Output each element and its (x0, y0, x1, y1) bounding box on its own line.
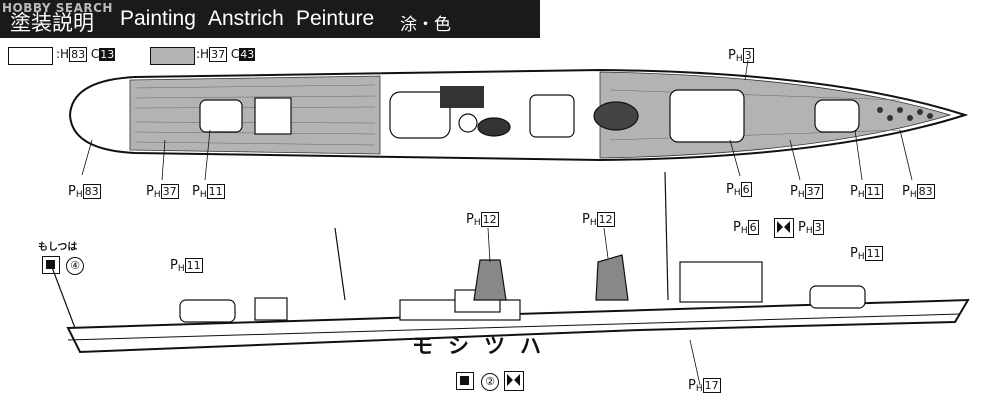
top-view-details (440, 86, 933, 121)
decal-number-4: ④ (66, 257, 84, 275)
legend-swatch-gray (150, 47, 195, 65)
hull-kana-1: モ (412, 334, 433, 358)
header-jp2: 涂・色 (400, 15, 451, 35)
side-view-waterline (67, 313, 961, 341)
legend-h-code: 83 (69, 47, 88, 62)
header-fr: Peinture (296, 7, 375, 30)
flag-icon-glyph (507, 374, 520, 386)
legend-sep: :H (196, 47, 210, 61)
decal-square-icon (456, 372, 474, 390)
header-de: Anstrich (208, 7, 284, 30)
flag-icon (774, 218, 794, 238)
header-bar: 塗装説明 Painting Anstrich Peinture 涂・色 (0, 0, 540, 38)
top-view-deck-aft (599, 71, 952, 159)
side-view-structures (179, 254, 866, 323)
legend-c-label: C (230, 47, 240, 61)
watermark: HOBBY SEARCH (2, 1, 113, 15)
legend-sep: :H (56, 47, 70, 61)
hiragana-note: もしつは (38, 242, 78, 253)
top-view-structures (199, 89, 860, 143)
side-view-leader-lines (487, 227, 701, 386)
legend-swatch-white (8, 47, 53, 65)
flag-icon (504, 371, 524, 391)
header-en: Painting (120, 7, 196, 30)
header-jp: 塗装説明 (10, 11, 94, 35)
flag-icon-glyph (777, 221, 790, 233)
decal-number-2: ② (481, 373, 499, 391)
top-view-leader-lines (81, 59, 913, 181)
side-view-masts (49, 171, 669, 329)
hull-kana-4: ハ (520, 334, 541, 358)
legend-c-code: 43 (239, 48, 256, 61)
hull-kana-2: シ (448, 334, 469, 358)
hull-kana-3: ツ (484, 334, 505, 358)
legend-h-code: 37 (209, 47, 228, 62)
legend-c-code: 13 (99, 48, 116, 61)
legend-c-label: C (90, 47, 100, 61)
decal-square-icon (42, 256, 60, 274)
